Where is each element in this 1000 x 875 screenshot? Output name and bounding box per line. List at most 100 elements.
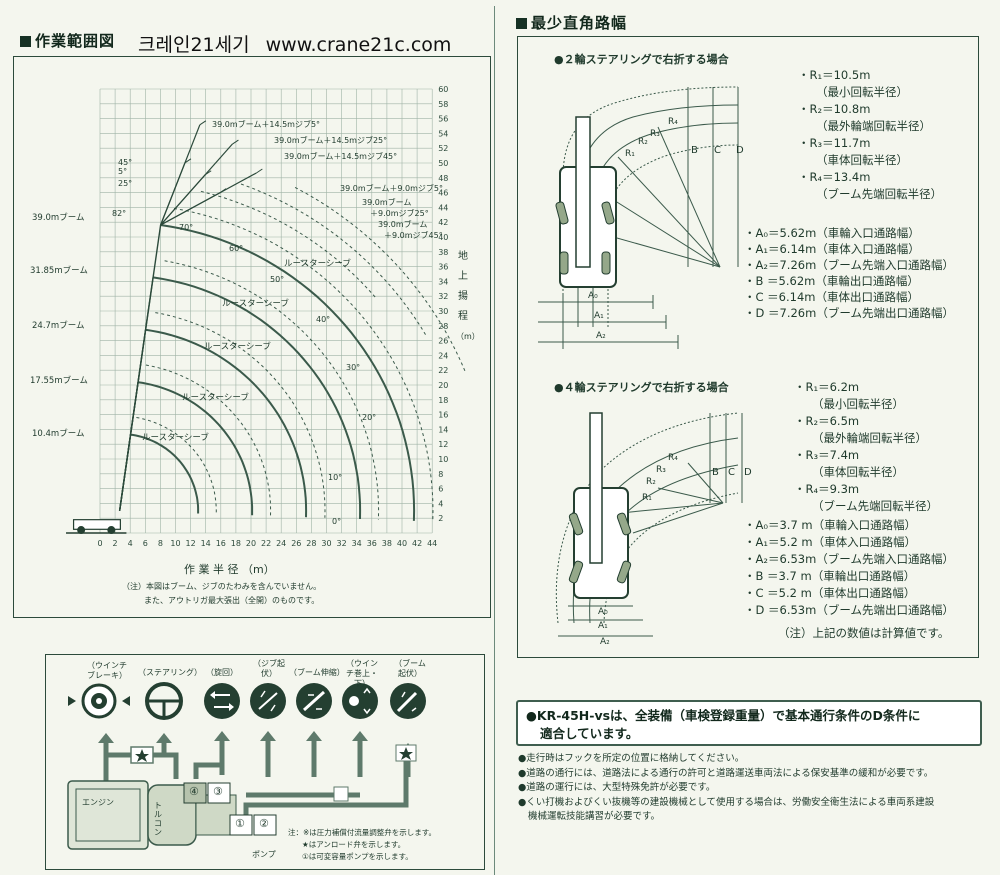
case2-dim-c: C (714, 145, 721, 156)
y-tick-label: 40 (438, 233, 448, 242)
note-item: ●走行時はフックを所定の位置に格納してください。 (518, 753, 745, 764)
case2-dim-d: D (736, 145, 744, 156)
sheave-label-1: ルースターシーブ (284, 259, 351, 269)
jib-line (184, 158, 192, 164)
x-tick-label: 6 (143, 539, 148, 548)
sheave-label-5: ルースターシーブ (142, 433, 209, 443)
x-tick-label: 22 (261, 539, 271, 548)
label-boom-telescope: （ブーム伸縮） (289, 668, 345, 677)
crane-wheel (77, 526, 86, 535)
angle-70: 70° (179, 223, 194, 232)
case2-title: ●２輪ステアリングで右折する場合 (554, 53, 729, 66)
label-boom-luffing: （ブーム起伏） (394, 659, 426, 678)
angle-10: 10° (328, 473, 343, 482)
winch-brake-icon (68, 683, 130, 719)
sheave-label-3: ルースターシーブ (204, 342, 271, 352)
y-tick-label: 32 (438, 292, 448, 301)
case4-dim-r1: R₁ (642, 493, 652, 503)
torqcon-label: トルコン (154, 801, 162, 837)
banner-line-2: 適合しています。 (540, 726, 639, 741)
y-tick-label: 8 (438, 470, 443, 479)
y-tick-label: 50 (438, 159, 448, 168)
x-tick-label: 8 (158, 539, 163, 548)
jib-label-2: 39.0mブーム＋14.5mジブ25° (274, 136, 388, 145)
case2-a-specs: ・A₀＝5.62m（車輪入口通路幅） ・A₁＝6.14m（車体入口通路幅） ・A… (744, 226, 954, 320)
y-tick-label: 6 (438, 485, 443, 494)
boom-telescope-icon (296, 683, 332, 719)
watermark-label: 크레인21세기 www.crane21c.com (138, 30, 451, 57)
controls-panel: （ウインチブレーキ） （ステアリング） （旋回） （ジブ起伏） （ブーム伸縮） … (45, 654, 485, 870)
y-tick-label: 58 (438, 100, 448, 109)
case2-dim-r4: R₄ (668, 117, 678, 127)
case4-title: ●４輪ステアリングで右折する場合 (554, 381, 729, 394)
x-tick-label: 0 (97, 539, 102, 548)
jib-line (204, 170, 212, 176)
case2-dim-a0: A₀ (588, 291, 598, 301)
angle-60: 60° (229, 244, 244, 253)
pump-number-1: ① (235, 817, 245, 830)
section-marker (516, 18, 527, 29)
case4-dim-b: B (712, 467, 719, 478)
lift-arc (145, 328, 308, 518)
y-tick-label: 36 (438, 263, 448, 272)
controls-note-2: ★はアンロード弁を示します。 (302, 840, 406, 849)
case4-dim-d: D (744, 467, 752, 478)
case2-r-specs: ・R₁＝10.5m （最小回転半径） ・R₂＝10.8m （最外輪端回転半径） … (798, 68, 943, 201)
lift-arc (152, 276, 362, 520)
y-tick-label: 18 (438, 396, 448, 405)
controls-note-3: ①は可変容量ポンプを示します。 (302, 852, 413, 861)
angle-50: 50° (270, 275, 285, 284)
case2-dim-r3: R₃ (650, 129, 660, 139)
label-winch-hoist: （ウインチ巻上・下） (346, 659, 378, 688)
y-tick-label: 26 (438, 337, 448, 346)
engine-label: エンジン (82, 798, 114, 807)
boom-label-17: 17.55mブーム (30, 376, 88, 386)
hydraulic-diagram (67, 682, 426, 850)
x-tick-label: 12 (186, 539, 196, 548)
x-tick-label: 2 (113, 539, 118, 548)
banner-line-1: ●KR-45H-vsは、全装備（車検登録重量）で基本通行条件のD条件に (526, 708, 921, 723)
boom-label-10: 10.4mブーム (32, 429, 85, 439)
x-tick-label: 32 (337, 539, 347, 548)
y-tick-label: 46 (438, 189, 448, 198)
x-tick-label: 28 (306, 539, 316, 548)
case2-dim-r2: R₂ (638, 137, 648, 147)
x-tick-label: 42 (412, 539, 422, 548)
angle-45: 45° (118, 158, 133, 167)
lift-arc (200, 190, 378, 300)
label-swing: （旋回） (206, 668, 238, 677)
pump-number-4: ④ (189, 785, 199, 798)
case2-diagram (538, 86, 739, 349)
y-tick-label: 52 (438, 144, 448, 153)
angle-25: 25° (118, 179, 133, 188)
y-tick-label: 54 (438, 129, 448, 138)
angle-30: 30° (346, 363, 361, 372)
x-tick-label: 30 (321, 539, 331, 548)
x-tick-label: 24 (276, 539, 286, 548)
note-item: ●くい打機およびくい抜機等の建設機械として使用する場合は、労働安全衛生法による車… (518, 796, 935, 808)
lift-arc (240, 183, 428, 338)
label-steering: （ステアリング） (138, 668, 202, 677)
case2-dim-a2: A₂ (596, 331, 606, 341)
section-marker (20, 36, 31, 47)
lift-arc (136, 417, 217, 515)
boom-label-24: 24.7mブーム (32, 321, 85, 331)
case2-dim-a1: A₁ (594, 311, 604, 321)
case4-dim-r4: R₄ (668, 453, 678, 463)
y-tick-label: 48 (438, 174, 448, 183)
jib-line (199, 120, 207, 126)
case2-dim-b: B (691, 145, 698, 156)
case4-dim-r2: R₂ (646, 477, 656, 487)
label-jib-luffing: （ジブ起伏） (253, 659, 285, 678)
swing-icon (204, 683, 240, 719)
column-divider (494, 6, 495, 875)
y-tick-label: 20 (438, 381, 448, 390)
x-tick-label: 16 (216, 539, 226, 548)
y-tick-label: 56 (438, 115, 448, 124)
notes-list: ●走行時はフックを所定の位置に格納してください。 ●道路の通行には、道路法による… (518, 752, 934, 825)
x-tick-label: 38 (382, 539, 392, 548)
pump-label: ポンプ (252, 850, 276, 859)
lift-arc (294, 186, 467, 374)
